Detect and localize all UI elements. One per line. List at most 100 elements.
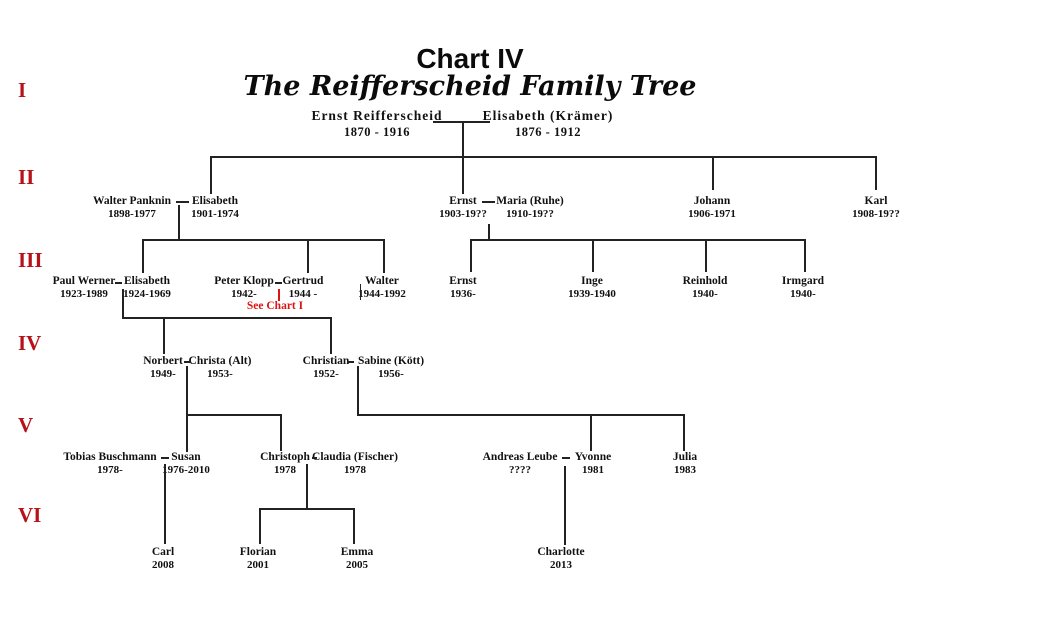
person-carl: Carl 2008 — [98, 545, 228, 571]
see-chart-connector — [278, 289, 280, 301]
person-ernst-iii: Ernst 1936- — [398, 274, 528, 300]
person-yvonne: Yvonne 1981 — [528, 450, 658, 476]
person-charlotte: Charlotte 2013 — [496, 545, 626, 571]
person-dates: 1949- — [150, 368, 176, 380]
person-dates: 1906-1971 — [688, 208, 736, 220]
person-name: Irmgard — [781, 275, 825, 287]
descent-line — [590, 414, 592, 451]
person-name: Elisabeth — [191, 195, 238, 207]
person-dates: 1903-19?? — [439, 208, 487, 220]
person-dates: 1942- — [231, 288, 257, 300]
person-dates: 1898-1977 — [108, 208, 156, 220]
person-dates: 1908-19?? — [852, 208, 900, 220]
person-dates: 1953- — [207, 368, 233, 380]
descent-line — [186, 366, 188, 452]
person-dates: 1944 - — [288, 288, 318, 300]
person-name: Ernst — [449, 275, 477, 287]
descent-line — [875, 156, 877, 190]
descent-line — [259, 508, 261, 544]
person-name: Reinhold — [682, 275, 728, 287]
person-name: Johann — [693, 195, 731, 207]
sibling-line — [210, 156, 876, 158]
descent-line — [383, 239, 385, 273]
person-paul-werner: Paul Werner 1923-1989 — [19, 274, 149, 300]
person-name: Julia — [672, 451, 698, 463]
generation-label-4: IV — [18, 331, 42, 355]
person-christa-alt: Christa (Alt) 1953- — [155, 354, 285, 380]
person-dates: 1981 — [582, 464, 604, 476]
person-name: Karl — [864, 195, 888, 207]
person-elisabeth-ii: Elisabeth 1901-1974 — [150, 194, 280, 220]
person-dates: 1940- — [692, 288, 718, 300]
person-name: Christian — [302, 355, 350, 367]
sibling-line — [470, 239, 805, 241]
person-dates: 2005 — [346, 559, 368, 571]
person-susan: Susan 1976-2010 — [121, 450, 251, 476]
couple-dash — [161, 457, 169, 459]
person-dates: 1978 — [344, 464, 366, 476]
person-name: Inge — [581, 275, 603, 287]
person-walter-iii: Walter 1944-1992 — [317, 274, 447, 300]
person-name: Elisabeth — [123, 275, 170, 287]
person-name: Maria (Ruhe) — [496, 195, 564, 207]
descent-line — [357, 366, 359, 415]
sibling-line — [259, 508, 354, 510]
descent-line — [804, 239, 806, 272]
person-dates: 1976-2010 — [162, 464, 210, 476]
person-dates: 1978- — [97, 464, 123, 476]
person-karl: Karl 1908-19?? — [811, 194, 941, 220]
person-name: Walter — [365, 275, 399, 287]
person-dates: 1952- — [313, 368, 339, 380]
descent-line — [564, 466, 566, 545]
stray-tick — [360, 284, 362, 300]
person-name: Florian — [239, 546, 277, 558]
person-name: Paul Werner — [52, 275, 116, 287]
chart-subtitle: The Reifferscheid Family Tree — [243, 71, 697, 102]
couple-dash — [176, 201, 189, 203]
person-name: Tobias Buschmann — [63, 451, 157, 463]
couple-line — [433, 121, 490, 123]
descent-line — [462, 156, 464, 194]
generation-label-6: VI — [18, 503, 42, 527]
sibling-line — [122, 317, 331, 319]
person-dates: 1939-1940 — [568, 288, 616, 300]
person-florian: Florian 2001 — [193, 545, 323, 571]
person-sabine-koett: Sabine (Kött) 1956- — [326, 354, 456, 380]
person-gertrud: Gertrud 1944 - — [238, 274, 368, 300]
descent-line — [307, 239, 309, 273]
descent-line — [683, 414, 685, 451]
person-dates: 1923-1989 — [60, 288, 108, 300]
person-name: Ernst — [449, 195, 477, 207]
person-dates: 1978 — [274, 464, 296, 476]
person-name: Christoph — [260, 451, 310, 463]
person-dates: 1924-1969 — [123, 288, 171, 300]
person-name: Charlotte — [537, 546, 585, 558]
descent-line — [488, 224, 490, 240]
descent-line — [592, 239, 594, 272]
descent-line — [712, 156, 714, 190]
person-dates: 1956- — [378, 368, 404, 380]
person-dates: 2001 — [247, 559, 269, 571]
person-christoph: Christoph 1978 — [220, 450, 350, 476]
generation-label-1: I — [18, 78, 27, 102]
person-dates: 1936- — [450, 288, 476, 300]
person-norbert: Norbert 1949- — [98, 354, 228, 380]
person-name: Walter Panknin — [92, 195, 172, 207]
person-dates: 1983 — [674, 464, 696, 476]
person-walter-panknin: Walter Panknin 1898-1977 — [67, 194, 197, 220]
person-dates: 1870 - 1916 — [344, 125, 410, 139]
person-irmgard: Irmgard 1940- — [738, 274, 868, 300]
descent-line — [462, 121, 464, 158]
person-name: Emma — [340, 546, 374, 558]
descent-line — [142, 239, 144, 273]
generation-label-3: III — [18, 248, 43, 272]
person-name: Yvonne — [574, 451, 612, 463]
person-name: Andreas Leube — [482, 451, 558, 463]
couple-dash — [312, 457, 317, 459]
descent-line — [353, 508, 355, 544]
person-name: Elisabeth (Krämer) — [482, 108, 614, 123]
person-ernst-ii: Ernst 1903-19?? — [398, 194, 528, 220]
person-emma: Emma 2005 — [292, 545, 422, 571]
person-dates: 2013 — [550, 559, 572, 571]
